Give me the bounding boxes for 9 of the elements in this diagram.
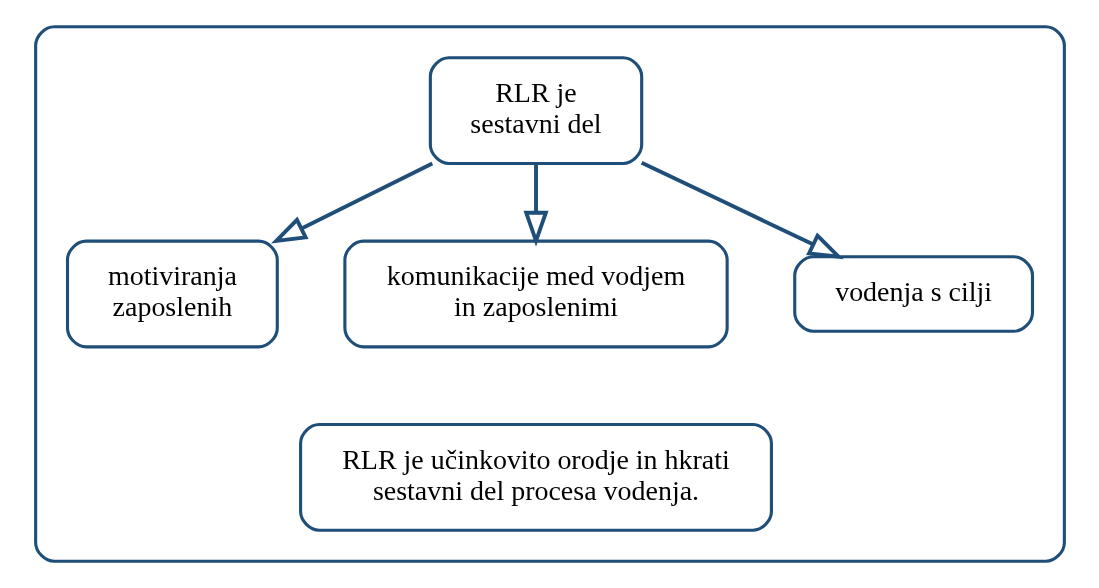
- arrow: [640, 160, 844, 260]
- node-box: RLR je učinkovito orodje in hkrati sestavni del procesa vodenja.: [298, 422, 773, 532]
- node-box: vodenja s cilji: [792, 255, 1034, 333]
- node-box: RLR je sestavni del: [428, 56, 643, 166]
- arrow: [523, 163, 549, 247]
- node-box: komunikacije med vodjem in zaposlenimi: [342, 239, 729, 349]
- cluster: [33, 25, 1066, 563]
- node-box: motiviranja zaposlenih: [65, 239, 279, 349]
- arrow: [270, 161, 433, 244]
